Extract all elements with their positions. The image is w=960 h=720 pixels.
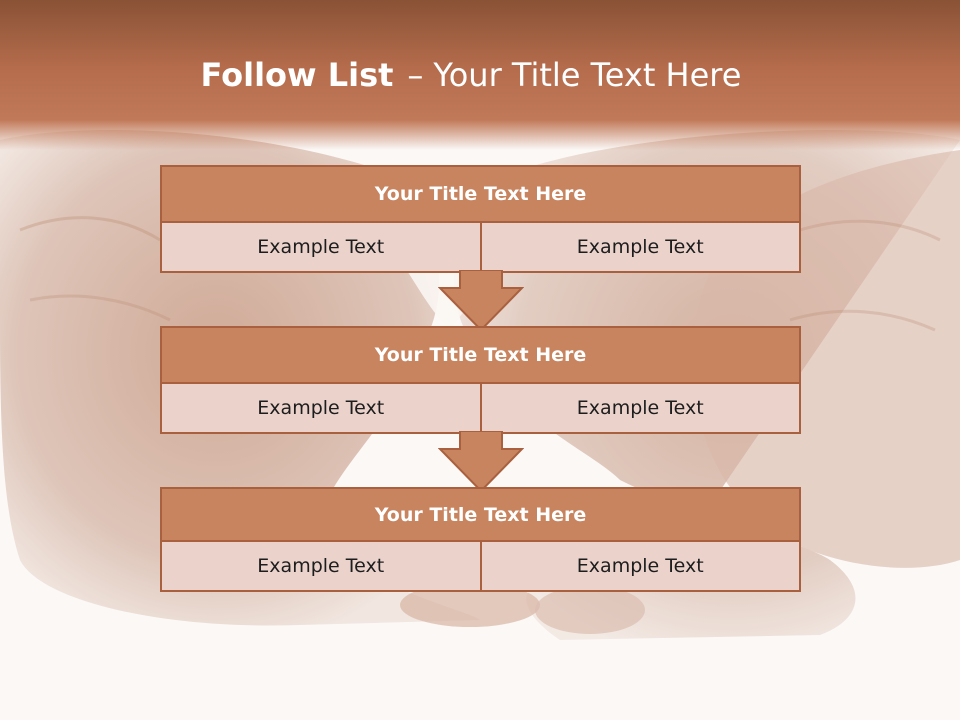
block-cell-right: Example Text [481,223,801,273]
block-cell-right: Example Text [481,542,801,592]
slide-title-rest: Your Title Text Here [433,56,742,94]
slide-title-bold: Follow List [200,56,394,94]
down-arrow-icon [438,431,524,493]
flow-block-3: Your Title Text Here Example Text Exampl… [160,487,801,592]
slide-title-separator: – [407,56,424,94]
down-arrow-icon [438,270,524,332]
flow-block-1: Your Title Text Here Example Text Exampl… [160,165,801,273]
block-cell-left: Example Text [160,223,482,273]
block-title: Your Title Text Here [160,165,801,223]
header-band [0,0,960,150]
flow-block-2: Your Title Text Here Example Text Exampl… [160,326,801,434]
block-row: Example Text Example Text [160,542,801,592]
block-cell-left: Example Text [160,384,482,434]
block-title: Your Title Text Here [160,487,801,542]
slide-title: Follow List–Your Title Text Here [0,56,942,94]
block-cell-left: Example Text [160,542,482,592]
block-row: Example Text Example Text [160,223,801,273]
block-title: Your Title Text Here [160,326,801,384]
block-row: Example Text Example Text [160,384,801,434]
block-cell-right: Example Text [481,384,801,434]
